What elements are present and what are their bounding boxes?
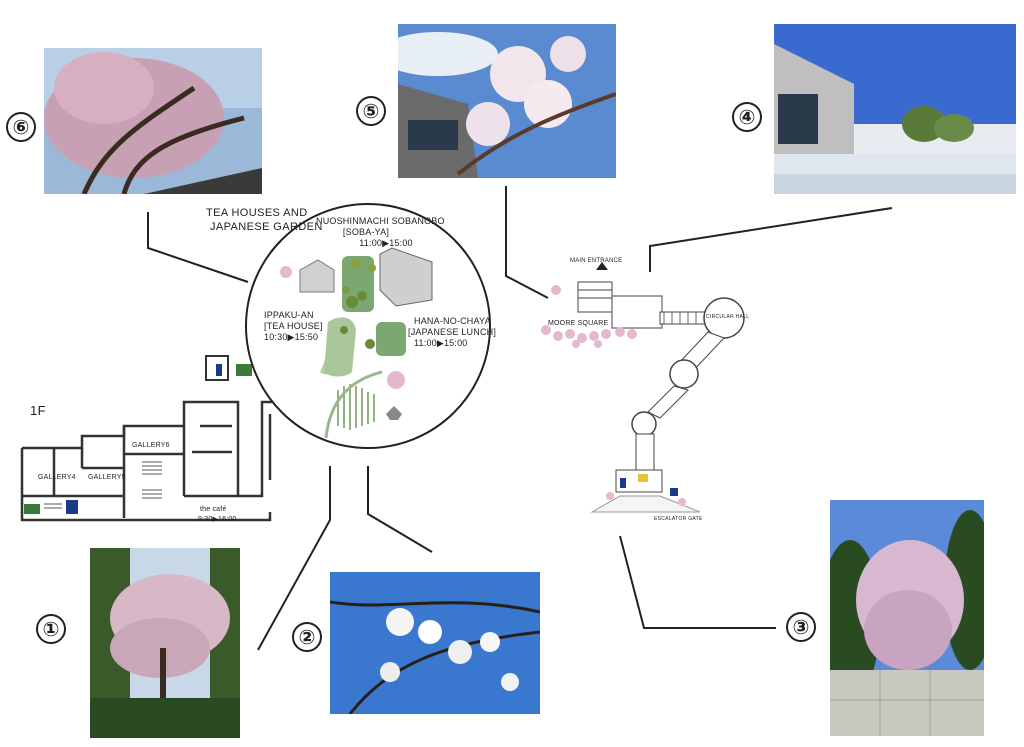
moore-square-label: MOORE SQUARE: [548, 320, 609, 327]
photo-number-2: ②: [292, 622, 322, 652]
photo-number-1: ①: [36, 614, 66, 644]
soba-hours: 11:00▶15:00: [359, 238, 413, 248]
leader-line-3: [619, 535, 776, 629]
cafe-hours: 9:30▶16:00: [198, 516, 237, 523]
restroom-icon: [216, 364, 222, 376]
photo-number-4: ④: [732, 102, 762, 132]
ippaku-sub: [TEA HOUSE]: [264, 321, 323, 331]
photo-1-cherry-in-bamboo: [90, 548, 240, 738]
photo-number-3: ③: [786, 612, 816, 642]
photo-number-5: ⑤: [356, 96, 386, 126]
gallery5-label: GALLERY5: [88, 474, 126, 481]
leader-line-2: [367, 466, 433, 553]
circular-hall-label: CIRCULAR HALL: [706, 314, 750, 320]
accessible-icon-2: [24, 504, 40, 514]
floor-plan-1f: [20, 384, 278, 522]
leader-line-6: [147, 212, 249, 283]
hana-name: HANA-NO-CHAYA: [414, 316, 491, 326]
photo-2-white-blossoms-sky: [330, 572, 540, 714]
hana-sub: [JAPANESE LUNCH]: [408, 327, 497, 337]
soba-name: NUOSHINMACHI SOBANOBO: [316, 216, 445, 226]
photo-4-museum-building: [774, 24, 1016, 194]
main-entrance-label: MAIN ENTRANCE: [570, 258, 623, 264]
restroom-icon-2: [66, 500, 78, 514]
photo-number-6: ⑥: [6, 112, 36, 142]
ippaku-name: IPPAKU-AN: [264, 310, 314, 320]
photo-6-weeping-cherry-tree: [44, 48, 262, 194]
photo-5-cherry-blossom-closeup: [398, 24, 616, 178]
hana-hours: 11:00▶15:00: [414, 338, 468, 348]
soba-sub: [SOBA-YA]: [342, 227, 390, 237]
leader-lines: [147, 186, 893, 651]
garden-circle: [245, 203, 491, 449]
escalator-gate-label: ESCALATOR GATE: [654, 516, 703, 522]
leader-line-4: [649, 207, 893, 272]
gallery4-label: GALLERY4: [38, 474, 76, 481]
floor-label: 1F: [30, 403, 46, 418]
leader-line-1: [257, 466, 331, 651]
leader-line-5: [505, 186, 549, 299]
cafe-name: the café: [200, 506, 227, 513]
garden-title-line1: TEA HOUSES AND: [206, 207, 308, 219]
ippaku-hours: 10:30▶15:50: [264, 332, 319, 342]
garden-title-line2: JAPANESE GARDEN: [210, 221, 323, 233]
main-entrance-arrow: [596, 262, 608, 270]
gallery6-label: GALLERY6: [132, 442, 170, 449]
entrance-map: [541, 262, 745, 513]
accessible-icon: [236, 364, 252, 376]
photo-3-weeping-cherry-stone-wall: [830, 500, 984, 736]
